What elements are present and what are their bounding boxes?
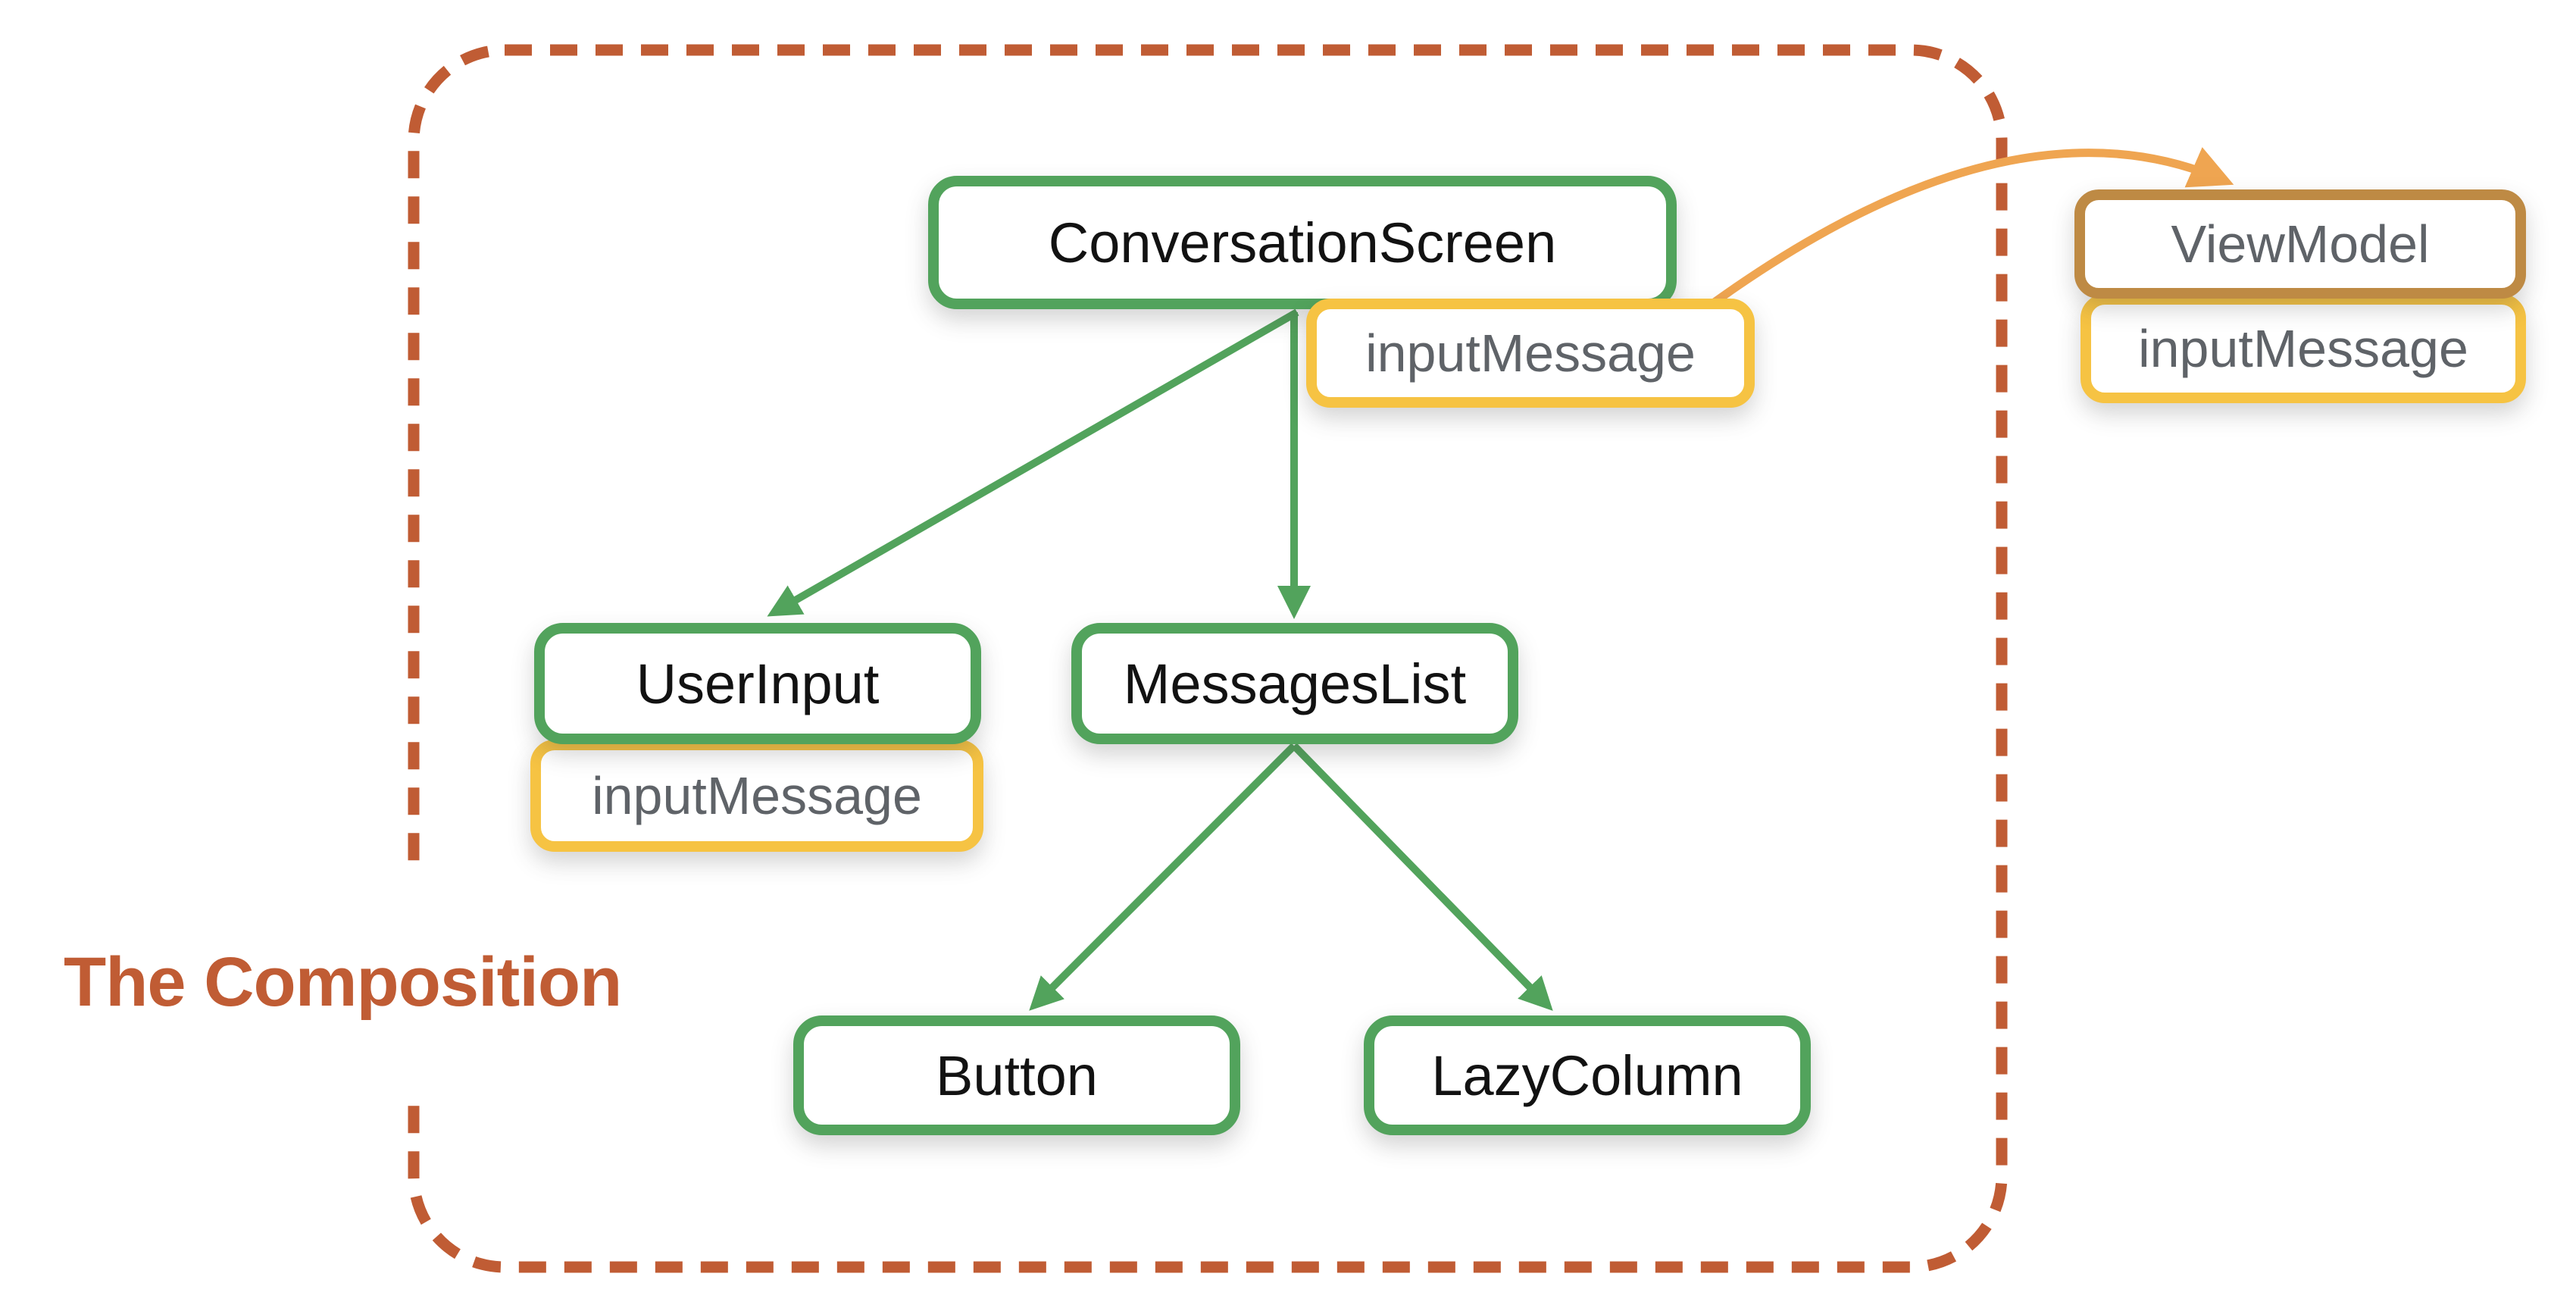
node-view-model-state: inputMessage: [2080, 294, 2526, 403]
node-button-label: Button: [936, 1044, 1098, 1107]
edge-conversationscreen-userinput: [767, 308, 1299, 617]
node-lazy-column: LazyColumn: [1364, 1015, 1811, 1135]
edge-conversationscreen-viewmodel: [1677, 147, 2234, 331]
node-user-input-label: UserInput: [636, 652, 880, 715]
boundary-title-gap: [376, 876, 453, 1100]
node-conversation-screen-state: inputMessage: [1306, 299, 1755, 408]
node-conversation-screen-state-label: inputMessage: [1365, 324, 1696, 383]
node-lazy-column-label: LazyColumn: [1431, 1044, 1743, 1107]
composition-title: The Composition: [64, 943, 622, 1021]
node-view-model-state-label: inputMessage: [2138, 319, 2468, 378]
node-button: Button: [793, 1015, 1240, 1135]
node-view-model-label: ViewModel: [2171, 214, 2430, 274]
node-conversation-screen-label: ConversationScreen: [1048, 211, 1557, 274]
node-messages-list-label: MessagesList: [1123, 652, 1467, 715]
node-conversation-screen: ConversationScreen: [928, 176, 1677, 309]
node-user-input-state-label: inputMessage: [592, 766, 922, 825]
edge-messageslist-button: [1029, 743, 1297, 1011]
node-messages-list: MessagesList: [1071, 623, 1518, 744]
node-user-input-state: inputMessage: [530, 740, 983, 852]
node-view-model: ViewModel: [2074, 189, 2526, 299]
node-user-input: UserInput: [534, 623, 981, 744]
composition-boundary: [408, 44, 2008, 1273]
edge-messageslist-lazycolumn: [1291, 743, 1553, 1011]
